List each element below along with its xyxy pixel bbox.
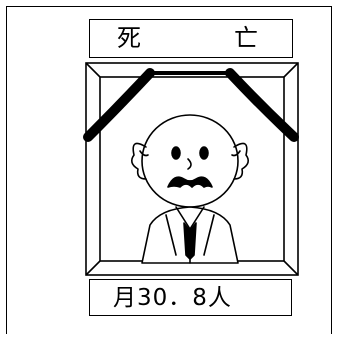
- title-box: 死 亡: [89, 19, 293, 58]
- mourning-ribbon: [83, 68, 299, 142]
- old-man-portrait-icon: [130, 114, 250, 264]
- caption-text: 月30．8人: [113, 285, 232, 311]
- title-char-1: 死: [117, 24, 141, 52]
- info-card: [6, 6, 332, 334]
- caption-box: 月30．8人: [89, 279, 292, 316]
- memorial-portrait-illustration: [83, 62, 299, 276]
- title-char-2: 亡: [234, 24, 258, 52]
